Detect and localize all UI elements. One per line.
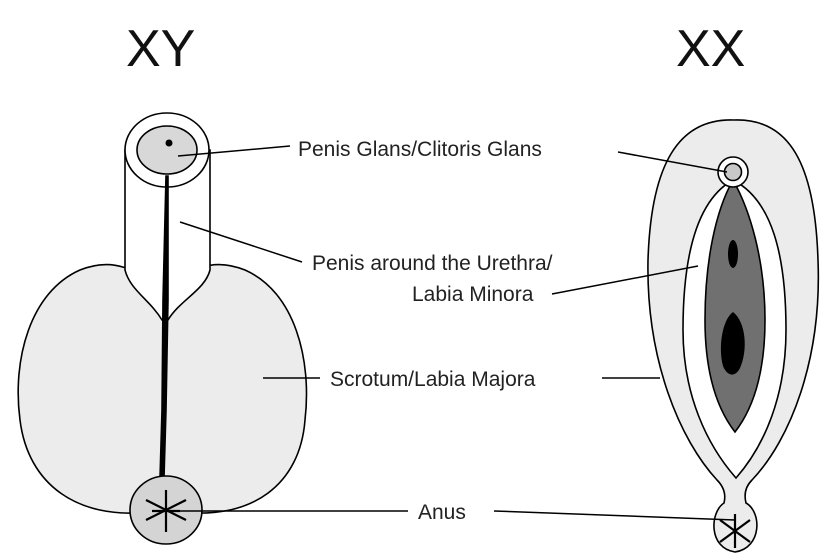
leader-anus-right [494,511,735,520]
xx-urethral-opening [728,240,738,268]
title-xx: XX [676,20,745,78]
label-labia-minora: Labia Minora [412,283,534,306]
xy-glans [137,126,197,174]
label-scrotum-majora: Scrotum/Labia Majora [330,368,536,391]
label-anus: Anus [418,501,466,524]
xy-urethral-opening [166,140,173,147]
label-penis-urethra: Penis around the Urethra/ [312,252,553,275]
xx-glans [725,164,742,181]
label-glans: Penis Glans/Clitoris Glans [298,138,542,161]
title-xy: XY [126,20,195,78]
xy-figure [18,113,306,544]
